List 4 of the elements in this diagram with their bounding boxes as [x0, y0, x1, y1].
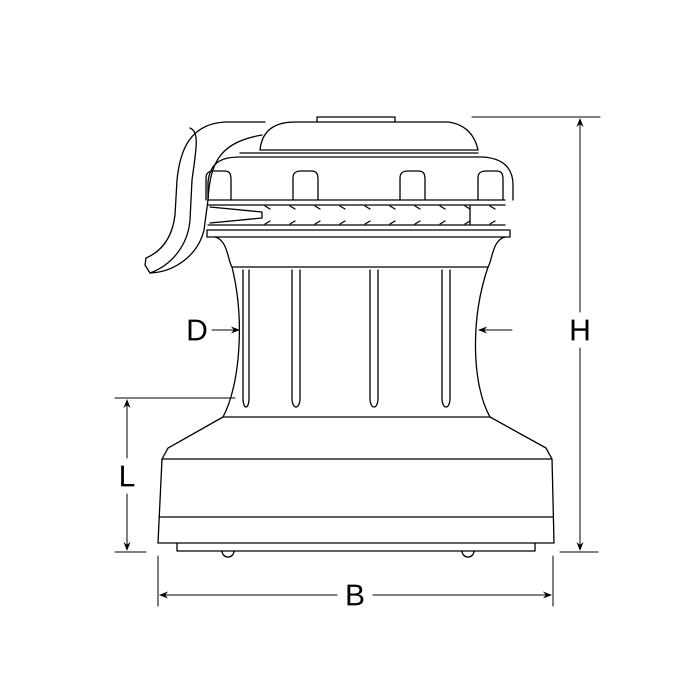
- dimension-label: L: [121, 466, 134, 486]
- dimension-label: H: [572, 320, 588, 340]
- dimension-label: D: [188, 320, 206, 340]
- dimension-label: B: [347, 584, 364, 606]
